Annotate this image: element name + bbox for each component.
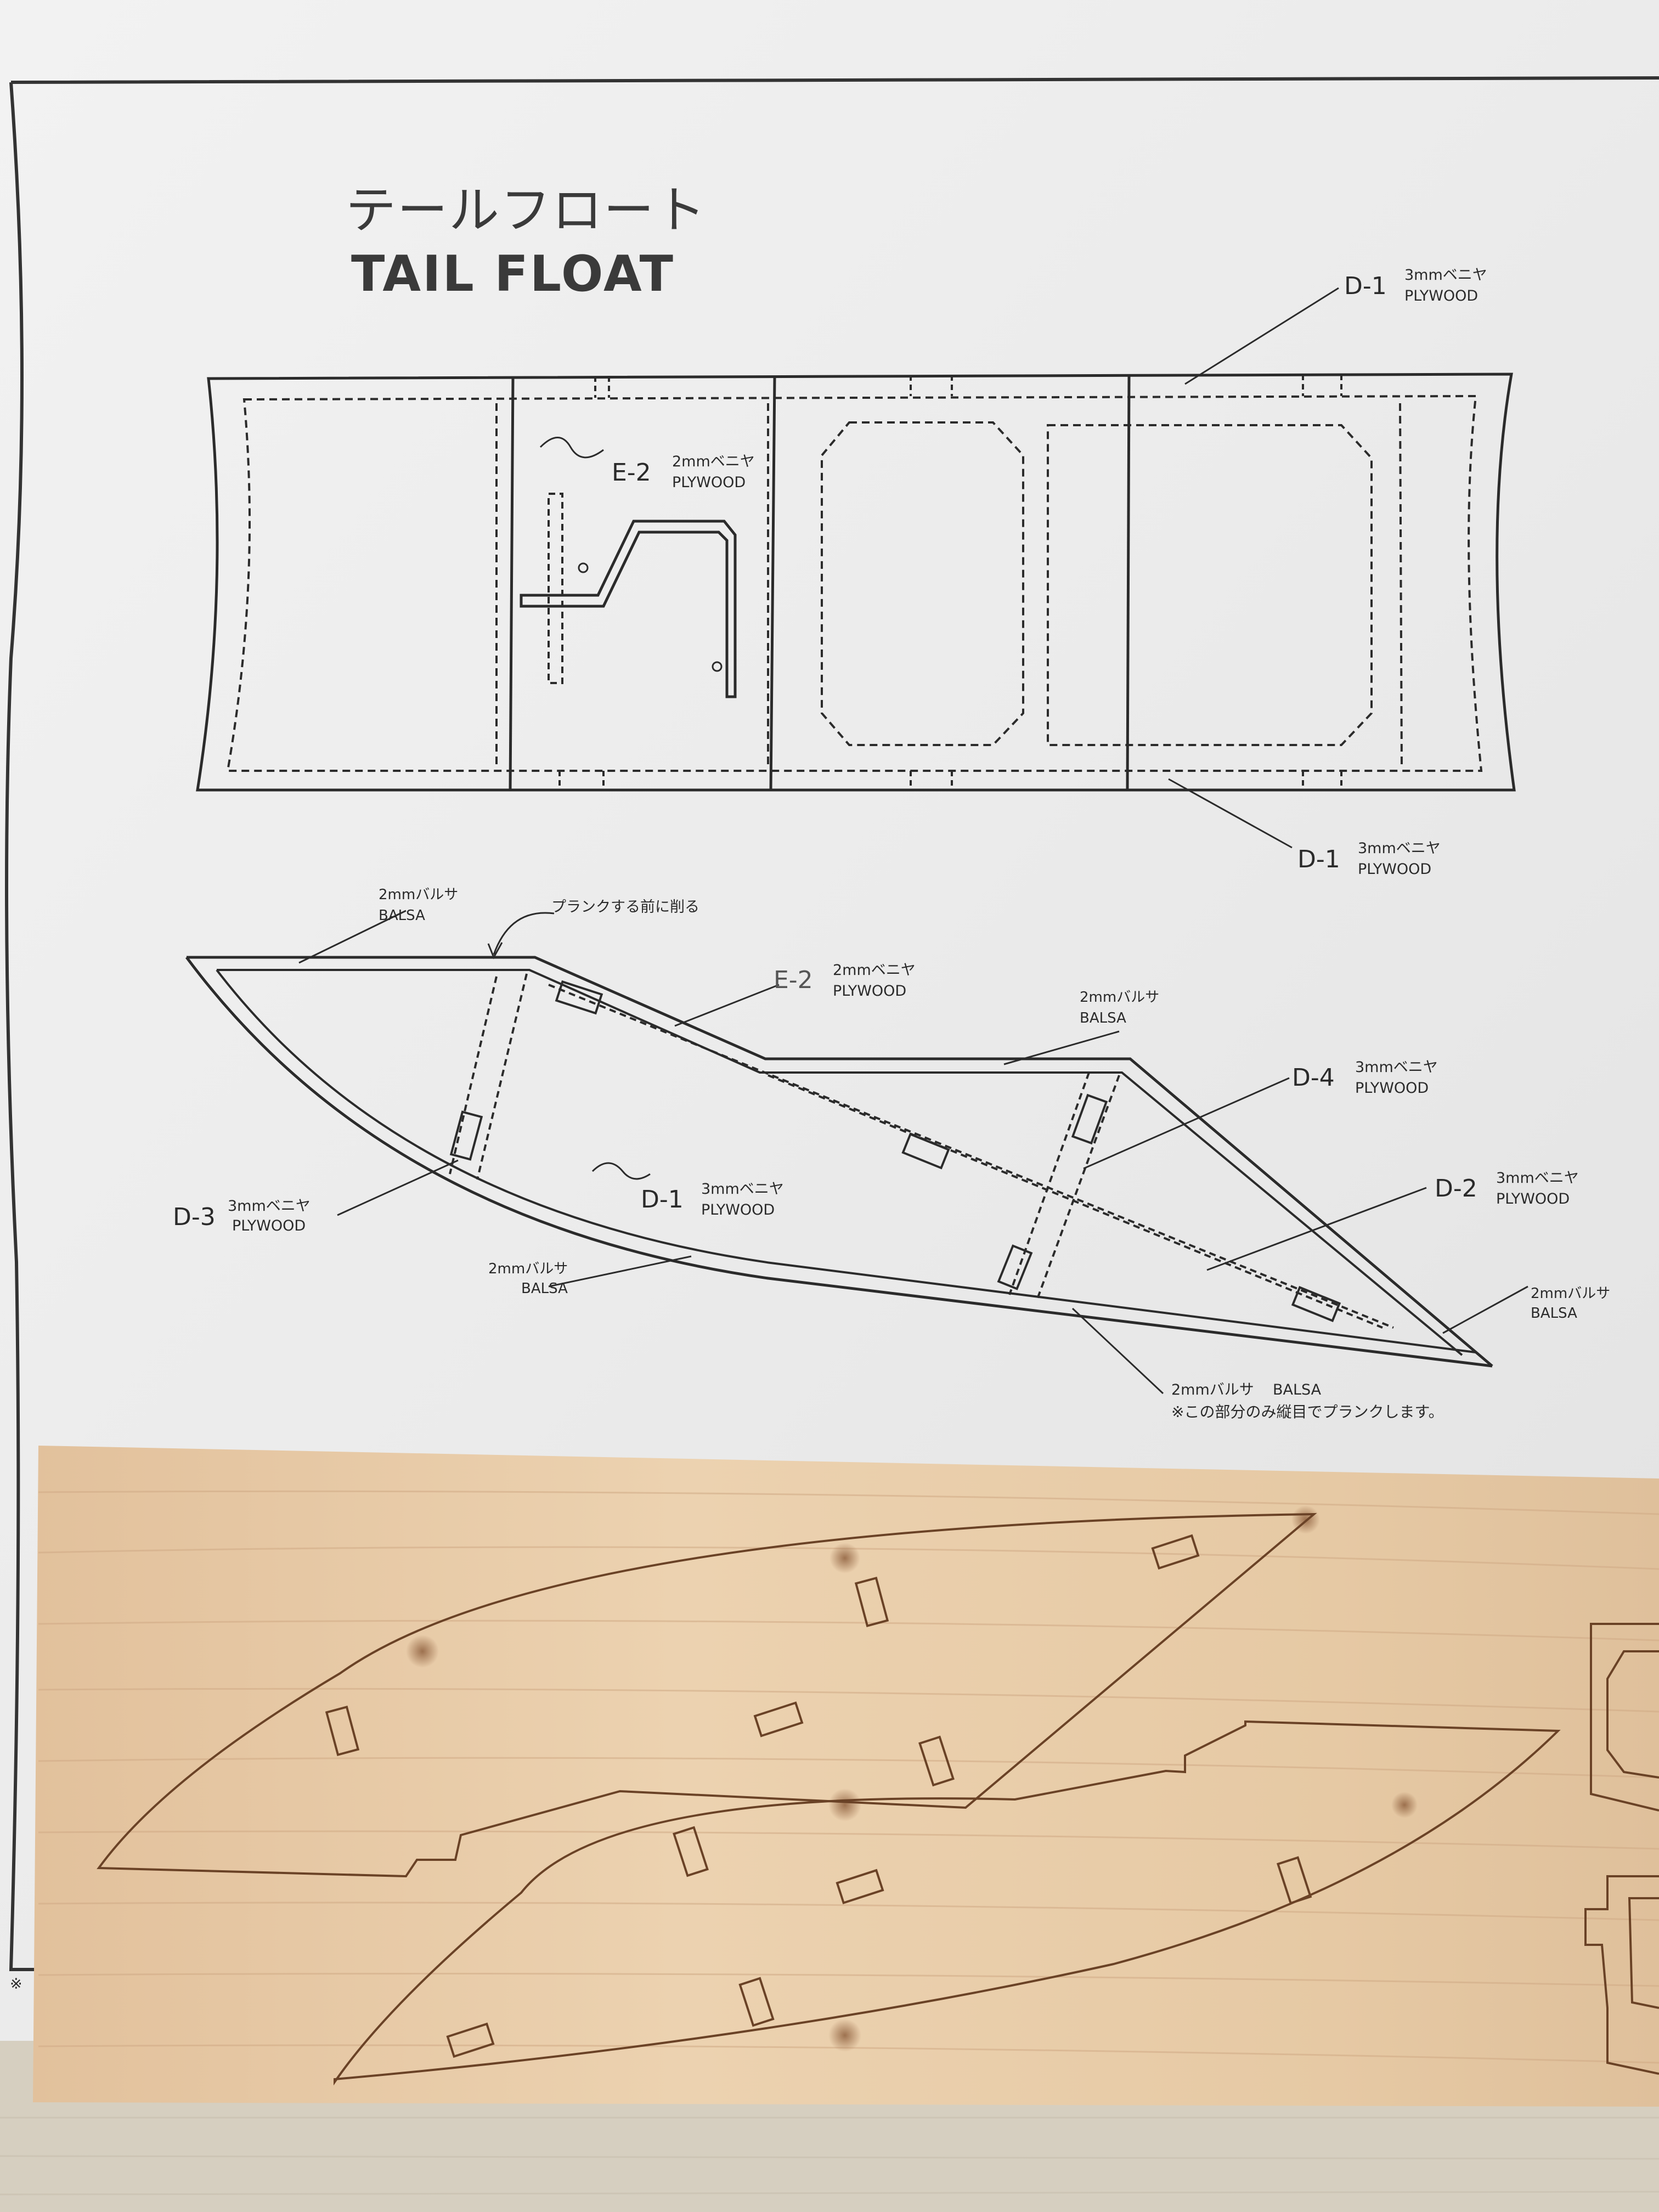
part-spec-jp: 2mmバルサ [379, 887, 459, 903]
part-spec-jp: 2mmベニヤ [833, 962, 916, 979]
part-spec-jp: 2mmバルサ [488, 1261, 568, 1277]
part-spec-jp: 2mmベニヤ [672, 453, 755, 470]
part-spec-en: PLYWOOD [672, 474, 746, 491]
part-spec-en: BALSA [379, 907, 425, 924]
part-spec-en: PLYWOOD [232, 1217, 306, 1234]
part-spec-en: PLYWOOD [1358, 861, 1432, 878]
part-code: D-2 [1435, 1175, 1477, 1203]
balsa-bottom-note: ※この部分のみ縦目でプランクします。 [1171, 1403, 1444, 1421]
sheet-frame [5, 76, 1659, 1971]
laser-cut-sheet [33, 1446, 1659, 2107]
part-spec-en: PLYWOOD [1496, 1190, 1570, 1207]
edge-mark: ※ [10, 1976, 22, 1993]
title-english: TAIL FLOAT [351, 245, 675, 303]
part-spec-en: BALSA [521, 1280, 568, 1297]
side-view-drawing [185, 910, 1528, 1395]
part-spec-jp: 2mmバルサ [1531, 1285, 1611, 1302]
part-spec-jp: 3mmベニヤ [701, 1181, 784, 1198]
part-spec-jp: 2mmバルサ [1171, 1381, 1254, 1398]
part-spec-jp: 3mmベニヤ [228, 1198, 311, 1215]
part-spec-jp: 3mmベニヤ [1404, 267, 1487, 284]
floor-grain [0, 2117, 1659, 2196]
part-spec-jp: 3mmベニヤ [1355, 1059, 1438, 1076]
part-spec-en: BALSA [1080, 1010, 1126, 1026]
part-spec-en: BALSA [1273, 1381, 1322, 1398]
part-spec-jp: 2mmバルサ [1080, 989, 1160, 1006]
part-spec-en: PLYWOOD [1404, 287, 1479, 304]
part-spec-en: PLYWOOD [833, 983, 907, 1000]
part-spec-jp: 3mmベニヤ [1496, 1170, 1579, 1187]
part-spec-en: PLYWOOD [1355, 1080, 1429, 1097]
part-code: D-3 [173, 1203, 216, 1231]
part-code: D-1 [1297, 845, 1340, 873]
part-spec-en: PLYWOOD [701, 1201, 775, 1218]
part-code: E-2 [612, 459, 651, 487]
part-code: D-4 [1292, 1064, 1335, 1092]
top-view-drawing [196, 287, 1516, 849]
part-code: D-1 [641, 1186, 684, 1214]
plank-note: プランクする前に削る [551, 899, 699, 916]
part-code: D-1 [1344, 272, 1387, 300]
title-japanese: テールフロート [346, 181, 707, 240]
part-spec-jp: 3mmベニヤ [1358, 840, 1441, 857]
part-code: E-2 [774, 966, 813, 994]
part-spec-en: BALSA [1531, 1305, 1577, 1322]
